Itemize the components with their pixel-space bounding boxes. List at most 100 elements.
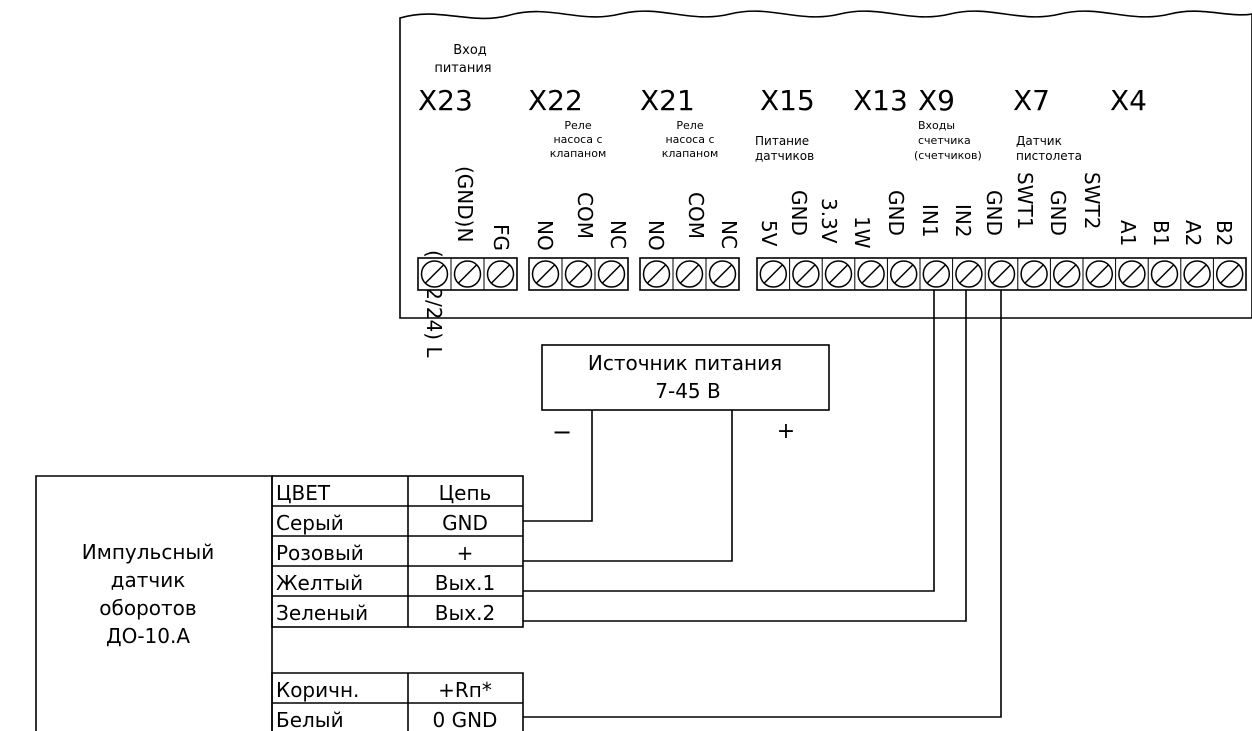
- pulse-sensor: Импульсный датчик оборотов ДО-10.А: [35, 475, 273, 731]
- terminal-block-x23: [417, 257, 518, 291]
- x15-caption-1: Питание: [755, 134, 809, 148]
- terminal-screw-slot: [959, 264, 979, 284]
- sensor-name-3: оборотов: [99, 596, 196, 620]
- x23-caption-2: питания: [434, 61, 491, 76]
- table-row-circuit: Вых.2: [435, 601, 495, 625]
- x21-id: X21: [640, 84, 695, 117]
- x22-caption-1: Реле: [564, 119, 591, 132]
- terminal-blocks: [417, 257, 1247, 291]
- pin-label-x9-gnd: GND: [982, 190, 1006, 236]
- x22-caption-2: насоса с: [553, 133, 602, 146]
- pin-label-x7-gnd: GND: [1046, 190, 1070, 236]
- power-supply: Источник питания 7-45 В − +: [541, 344, 830, 446]
- terminal-screw-slot: [796, 264, 816, 284]
- connector-x23: Вход питания X23: [418, 43, 492, 117]
- x22-id: X22: [528, 84, 583, 117]
- table-row-circuit: GND: [442, 511, 488, 535]
- terminal-screw-slot: [1089, 264, 1110, 284]
- terminal-screw-slot: [457, 264, 478, 284]
- x13-id: X13: [853, 84, 908, 117]
- terminal-screw-slot: [828, 264, 849, 284]
- terminal-screw-slot: [893, 264, 914, 284]
- pin-label-x4-a1: A1: [1116, 220, 1140, 246]
- power-supply-voltage: 7-45 В: [655, 379, 720, 403]
- terminal-screw-slot: [568, 264, 589, 284]
- sensor-name-2: датчик: [111, 568, 186, 592]
- x15-caption-2: датчиков: [755, 149, 814, 163]
- pin-label-x22-nc: NC: [606, 220, 630, 249]
- pin-label-x23-fg: FG: [489, 224, 513, 251]
- pin-label-x22-com: COM: [573, 192, 597, 239]
- terminal-screw-slot: [1187, 264, 1207, 284]
- terminal-block-x22: [528, 257, 629, 291]
- sensor-name-4: ДО-10.А: [106, 624, 190, 648]
- terminal-screw-slot: [861, 264, 881, 284]
- terminal-screw-slot: [1219, 264, 1240, 284]
- x21-caption-1: Реле: [676, 119, 703, 132]
- x21-caption-2: насоса с: [665, 133, 714, 146]
- x22-caption-3: клапаном: [550, 147, 607, 160]
- wiring-table: ЦВЕТ Цепь Серый GND Розовый + Желтый Вых…: [271, 475, 524, 731]
- terminal-screw-slot: [601, 264, 622, 284]
- table-extra-row-circuit: 0 GND: [433, 708, 498, 731]
- connector-x7: X7 Датчик пистолета: [1013, 84, 1082, 163]
- terminal-screw-slot: [926, 264, 947, 284]
- pin-label-x22-no: NO: [533, 220, 557, 251]
- pin-label-x4-a2: A2: [1181, 220, 1205, 246]
- connector-x15: X15 Питание датчиков: [755, 84, 815, 163]
- terminal-screw-slot: [991, 264, 1012, 284]
- x15-id: X15: [760, 84, 815, 117]
- terminal-block-x15-x4: [756, 257, 1247, 291]
- terminal-screw-slot: [1056, 264, 1077, 284]
- table-header-circuit: Цепь: [439, 481, 492, 505]
- x9-caption-2: счетчика: [918, 134, 971, 147]
- wire-out2-to-in2: [523, 290, 967, 622]
- table-row-color: Желтый: [276, 571, 363, 595]
- terminal-screw-slot: [535, 264, 556, 284]
- terminal-screw-slot: [646, 264, 667, 284]
- pin-label-x15-gnd: GND: [787, 190, 811, 236]
- terminal-screw-slot: [712, 264, 733, 284]
- pin-label-x9-in2: IN2: [951, 204, 975, 238]
- pin-label-x4-b1: B1: [1149, 220, 1173, 246]
- power-supply-box: [541, 344, 830, 411]
- x9-id: X9: [918, 84, 955, 117]
- x9-caption-3: (счетчиков): [914, 149, 982, 162]
- pin-label-x21-com: COM: [684, 192, 708, 239]
- wiring-table-extra: [271, 672, 524, 731]
- terminal-block-x21: [639, 257, 740, 291]
- connector-x21: X21 Реле насоса с клапаном: [640, 84, 718, 160]
- connector-x9: X9 Входы счетчика (счетчиков): [914, 84, 982, 162]
- pin-label-x4-b2: B2: [1212, 220, 1236, 246]
- wiring-table-main: [271, 475, 524, 628]
- pin-label-x23-n: (GND)N: [453, 166, 477, 242]
- pin-label-x13-gnd: GND: [884, 190, 908, 236]
- pin-label-x15-3v3: 3.3V: [817, 198, 841, 244]
- x4-id: X4: [1110, 84, 1147, 117]
- pin-label-x21-nc: NC: [717, 220, 741, 249]
- terminal-screw-slot: [424, 264, 445, 284]
- wires: [523, 290, 1002, 718]
- power-supply-title: Источник питания: [588, 351, 782, 375]
- wire-gnd-to-psu-minus: [523, 410, 593, 522]
- pin-label-x7-swt2: SWT2: [1080, 172, 1104, 229]
- terminal-screw-slot: [1122, 264, 1142, 284]
- power-supply-minus-label: −: [552, 418, 572, 446]
- terminal-screw-slot: [763, 264, 784, 284]
- pin-label-x15-5v: 5V: [757, 220, 781, 247]
- table-row-circuit: +: [457, 541, 474, 565]
- table-extra-row-circuit: +Rп*: [438, 678, 492, 702]
- pin-label-x21-no: NO: [644, 220, 668, 251]
- wire-plus-to-psu-plus: [523, 410, 733, 562]
- x7-caption-2: пистолета: [1016, 149, 1082, 163]
- x21-caption-3: клапаном: [662, 147, 719, 160]
- sensor-name-1: Импульсный: [82, 540, 214, 564]
- terminal-screw-slot: [490, 264, 511, 284]
- pin-label-x13-1w: 1W: [850, 216, 874, 249]
- terminal-screw-slot: [1024, 264, 1044, 284]
- table-extra-row-color: Коричн.: [276, 678, 359, 702]
- x23-id: X23: [418, 84, 473, 117]
- terminal-screw-slot: [1154, 264, 1175, 284]
- table-header-color: ЦВЕТ: [276, 481, 331, 505]
